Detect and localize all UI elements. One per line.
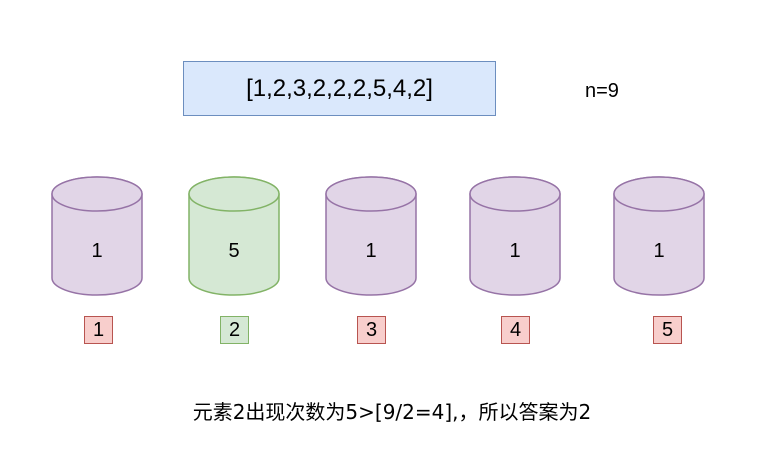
bucket-count-3: 1 [365,240,377,262]
array-box: [1,2,3,2,2,2,5,4,2] [183,61,496,116]
bucket-cylinder-1 [51,176,143,296]
bucket-count-4: 1 [509,240,521,262]
bucket-cylinder-2 [188,176,280,296]
bucket-index-2: 2 [220,316,249,344]
bucket-index-3: 3 [357,316,386,344]
bucket-cylinder-3 [325,176,417,296]
bucket-cylinder-5 [613,176,705,296]
conclusion-text: 元素2出现次数为5>[9/2=4],，所以答案为2 [192,400,592,424]
bucket-index-1: 1 [84,316,113,344]
bucket-index-5: 5 [653,316,682,344]
bucket-cylinder-4 [469,176,561,296]
n-label: n=9 [585,80,619,102]
bucket-count-2: 5 [228,240,240,262]
array-text: [1,2,3,2,2,2,5,4,2] [246,74,433,102]
bucket-index-4: 4 [501,316,530,344]
bucket-count-1: 1 [91,240,103,262]
bucket-count-5: 1 [653,240,665,262]
